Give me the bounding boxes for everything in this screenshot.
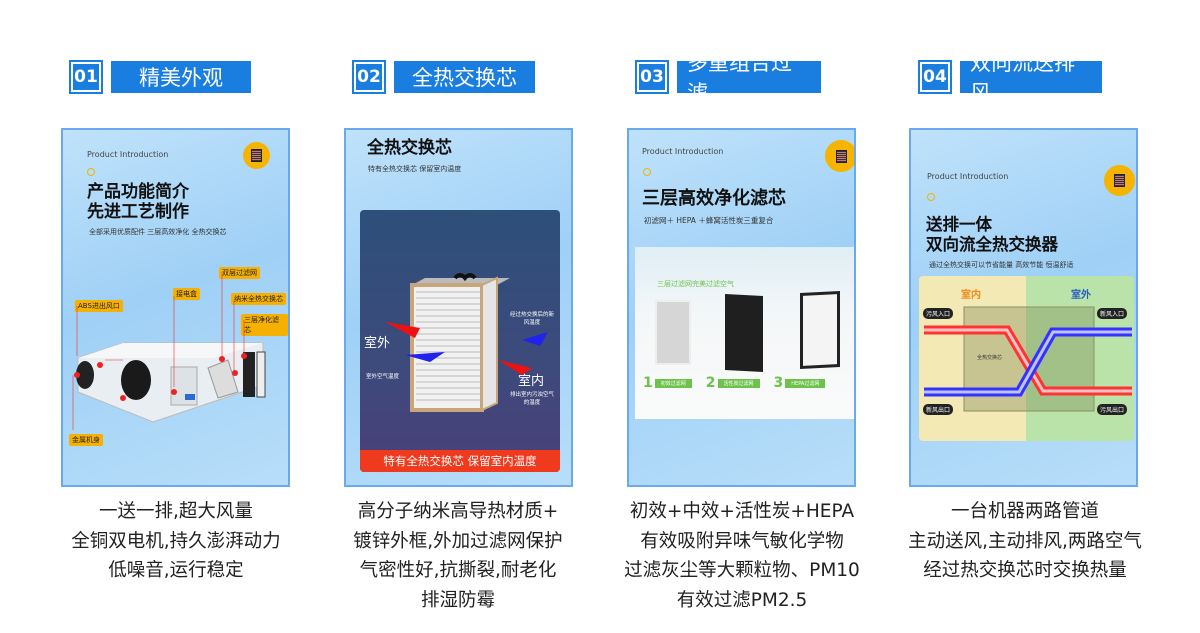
- caption-line: 高分子纳米高导热材质+: [357, 501, 559, 522]
- step-number: 1: [643, 375, 653, 391]
- ring-icon: [87, 168, 95, 176]
- indoor-label: 室内: [961, 290, 981, 301]
- core-panel: 室外 室外空气温度 经过热交换后的新风温度 室内 排出室内污浊空气的温度 特有全…: [360, 210, 560, 472]
- section-title: 精美外观: [111, 61, 251, 93]
- caption-line: 排湿防霉: [420, 589, 495, 611]
- caption-bidirectional-flow: 一台机器两路管道主动送风,主动排风,两路空气经过热交换芯时交换热量: [895, 497, 1155, 586]
- exhaust-air-temp-label: 排出室内污浊空气的温度: [510, 392, 555, 406]
- section-title: 多重组合过滤: [677, 51, 821, 105]
- port-label: 污风入口: [923, 308, 954, 319]
- product-intro-label: Product Introduction: [642, 147, 724, 156]
- filter-badge-icon: [825, 140, 854, 172]
- caption-line: 有效过滤PM2.5: [676, 589, 808, 611]
- product-card-appearance: Product Introduction 产品功能简介 先进工艺制作 全部采用优…: [61, 128, 290, 487]
- port-label: 污风出口: [1097, 404, 1128, 415]
- card-heading-2: 先进工艺制作: [87, 202, 189, 222]
- caption-line: 低噪音,运行稳定: [108, 560, 244, 581]
- core-label: 全热交换芯: [977, 355, 1003, 361]
- port-label: 新风出口: [923, 404, 954, 415]
- core-banner: 特有全热交换芯 保留室内温度: [360, 450, 560, 472]
- filter-badge-icon: [1104, 165, 1135, 196]
- airflow-diagram: 室内 室外 全热交换芯 污风入口 新风入口 新风出口 污风出口: [919, 276, 1134, 441]
- ring-icon: [643, 168, 651, 176]
- card-heading: 全热交换芯: [367, 138, 452, 158]
- step-label: 初效过滤网: [654, 378, 692, 388]
- card-subtitle: 特有全热交换芯 保留室内温度: [368, 165, 462, 173]
- caption-line: 过滤灰尘等大颗粒物、PM10: [624, 560, 860, 581]
- step-number: 3: [773, 375, 784, 391]
- caption-line: 镀锌外框,外加过滤网保护: [353, 530, 563, 552]
- photo-title: 三层过滤网完美过滤空气: [657, 280, 734, 288]
- outdoor-air-temp-label: 室外空气温度: [366, 374, 400, 380]
- product-card-bidirectional-flow: Product Introduction 送排一体 双向流全热交换器 通过全热交…: [909, 128, 1138, 487]
- section-number: 03: [635, 60, 669, 94]
- card-heading-1: 送排一体: [926, 215, 992, 234]
- callout-tag: 三层净化滤芯: [241, 314, 288, 336]
- caption-line: 主动送风,主动排风,两路空气: [908, 530, 1142, 552]
- callout-tag: 金属机身: [69, 434, 103, 446]
- indoor-label: 室内: [518, 374, 545, 389]
- port-label: 新风入口: [1097, 308, 1128, 319]
- section-title: 全热交换芯: [394, 61, 535, 93]
- heat-exchange-core-illustration: [385, 273, 548, 412]
- ring-icon: [927, 193, 935, 201]
- filter-badge-icon: [243, 142, 270, 169]
- card-subtitle: 全部采用优质配件 三层高效净化 全热交换芯: [89, 228, 227, 236]
- callout-tag: 纳米全热交换芯: [231, 293, 286, 305]
- caption-line: 经过热交换芯时交换热量: [923, 560, 1127, 581]
- caption-line: 一送一排,超大风量: [99, 501, 253, 522]
- card-heading: 三层高效净化滤芯: [642, 188, 786, 209]
- outdoor-label: 室外: [1071, 290, 1091, 301]
- section-number: 04: [918, 60, 952, 94]
- product-card-heat-exchange-core: 全热交换芯 特有全热交换芯 保留室内温度 室外 室外空气温度 经过热交换后的新风…: [344, 128, 573, 487]
- caption-line: 气密性好,抗撕裂,耐老化: [359, 560, 557, 581]
- callout-tag: 接电盒: [173, 288, 200, 300]
- card-heading-1: 产品功能简介: [87, 182, 189, 202]
- callout-tag: ABS进出风口: [75, 300, 123, 312]
- caption-line: 全铜双电机,持久澎湃动力: [71, 530, 281, 552]
- caption-line: 初效+中效+活性炭+HEPA: [629, 501, 855, 522]
- airflow-paths: [924, 306, 1132, 412]
- step-label: HEPA过滤网: [785, 378, 826, 388]
- caption-line: 有效吸附异味气敏化学物: [640, 530, 844, 552]
- caption-filtration: 初效+中效+活性炭+HEPA 有效吸附异味气敏化学物过滤灰尘等大颗粒物、PM10 有…: [612, 497, 872, 615]
- section-number: 02: [352, 60, 386, 94]
- ventilator-unit-illustration: [72, 272, 266, 430]
- outdoor-label: 室外: [364, 336, 391, 351]
- section-number: 01: [69, 60, 103, 94]
- hepa-filter-image: [800, 290, 840, 370]
- card-subtitle: 初滤网＋ HEPA ＋蜂窝活性炭三重复合: [644, 216, 774, 225]
- product-card-filtration: Product Introduction 三层高效净化滤芯 初滤网＋ HEPA …: [627, 128, 856, 487]
- product-intro-label: Product Introduction: [87, 150, 169, 159]
- card-subtitle: 通过全热交换可以节省能量 高效节能 恒温舒适: [929, 261, 1074, 269]
- callout-tag: 双层过滤网: [219, 267, 260, 279]
- carbon-filter-image: [725, 294, 763, 372]
- caption-heat-exchange-core: 高分子纳米高导热材质+ 镀锌外框,外加过滤网保护气密性好,抗撕裂,耐老化排湿防霉: [328, 497, 588, 615]
- caption-line: 一台机器两路管道: [950, 501, 1099, 522]
- step-number: 2: [705, 375, 716, 391]
- step-label: 活性炭过滤网: [717, 378, 760, 388]
- caption-appearance: 一送一排,超大风量全铜双电机,持久澎湃动力低噪音,运行稳定: [46, 497, 306, 586]
- primary-filter-image: [655, 300, 691, 365]
- product-intro-label: Product Introduction: [927, 172, 1009, 181]
- fresh-air-temp-label: 经过热交换后的新风温度: [510, 312, 555, 326]
- section-title: 双向流送排风: [960, 51, 1102, 105]
- card-heading-2: 双向流全热交换器: [926, 235, 1058, 254]
